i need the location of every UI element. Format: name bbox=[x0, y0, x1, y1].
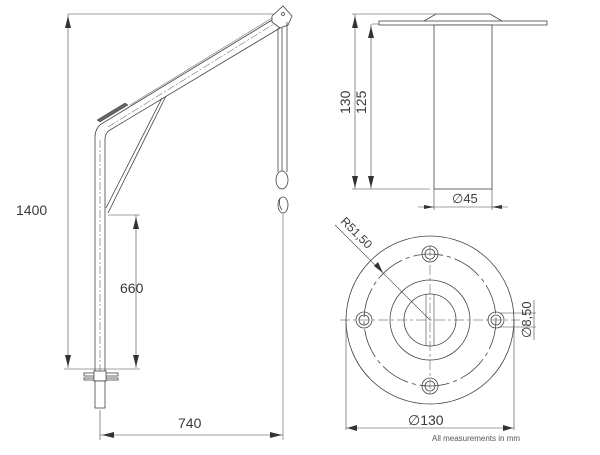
dim-total-height: 130 bbox=[337, 90, 353, 114]
dim-flange-diameter: ∅130 bbox=[408, 412, 444, 428]
dim-radius: R51,50 bbox=[338, 214, 375, 251]
dim-tube-diameter: ∅45 bbox=[452, 191, 478, 206]
dim-tube-height: 125 bbox=[353, 90, 369, 114]
dim-hole-diameter: ∅8,50 bbox=[519, 301, 534, 338]
dim-socket-to-brace: 660 bbox=[120, 280, 144, 296]
dim-overall-height: 1400 bbox=[16, 202, 47, 218]
units-note: All measurements in mm bbox=[432, 434, 521, 443]
dim-reach: 740 bbox=[178, 415, 202, 431]
